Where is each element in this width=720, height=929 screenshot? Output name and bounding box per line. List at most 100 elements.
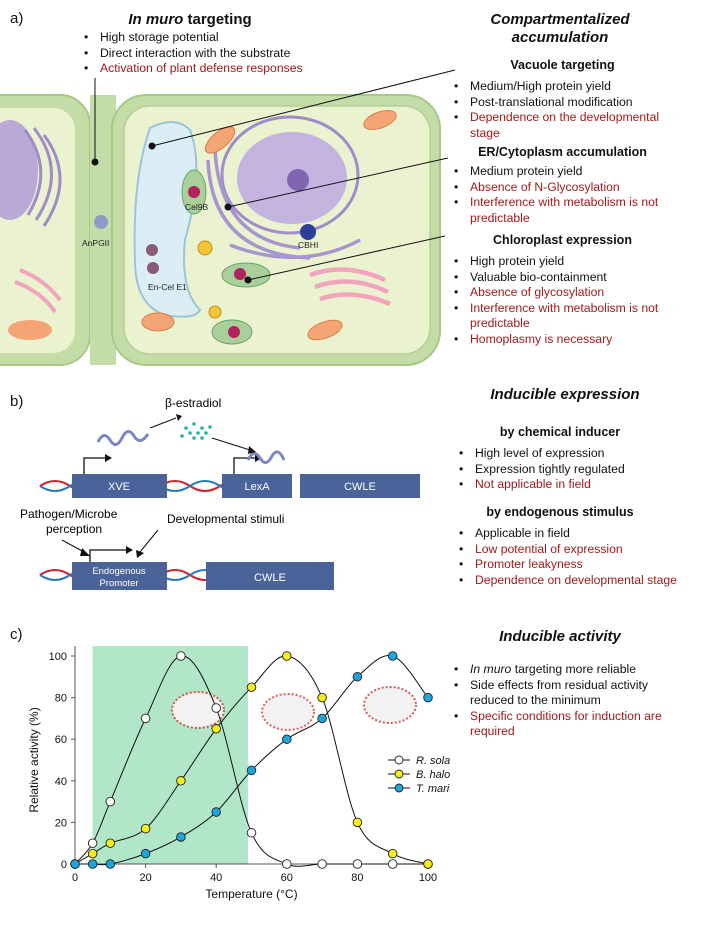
in-muro-title-rest: targeting: [183, 11, 252, 28]
activity-bullet: Specific conditions for induction are re…: [452, 709, 687, 740]
chemical-bullet: High level of expression: [457, 446, 687, 462]
comp-title: Compartmentalized accumulation: [460, 11, 660, 47]
y-tick-label: 0: [61, 859, 67, 871]
optimal-range-shading: [92, 646, 248, 864]
chemical-bullet: Not applicable in field: [457, 477, 687, 493]
vesicle: [197, 240, 213, 256]
pointer-dot: [224, 203, 232, 211]
data-point: [317, 859, 327, 869]
vacuole-bullet: Post-translational modification: [452, 95, 687, 111]
data-point: [140, 713, 151, 724]
data-point: [246, 682, 257, 692]
data-point: [317, 692, 327, 703]
arrow-head: [176, 414, 182, 421]
promoter-label-1: Endogenous: [92, 566, 146, 577]
y-tick-label: 80: [55, 693, 67, 705]
inducible-activity-title: Inducible activity: [499, 628, 621, 645]
chemical-bullet: Expression tightly regulated: [457, 462, 687, 478]
activity-bullet: Side effects from residual activity redu…: [452, 678, 687, 709]
data-point: [211, 724, 221, 734]
main-cell-interior: [123, 105, 431, 355]
pathogen-label-2: perception: [46, 522, 102, 536]
arrow-line: [149, 417, 177, 429]
protein-chloro: [234, 268, 246, 280]
data-point: [352, 672, 363, 682]
legend-entry: B. halodurans: [416, 769, 450, 781]
pointer-chloroplast: [247, 235, 446, 281]
protein-anpgii: [94, 215, 108, 229]
endogenous-bullet: Applicable in field: [457, 526, 687, 542]
y-axis-label: Relative activity (%): [27, 707, 41, 812]
x-tick-label: 80: [351, 872, 363, 884]
transcription-arrow: [89, 549, 126, 562]
data-point: [211, 703, 221, 713]
pathogen-label-1: Pathogen/Microbe: [20, 507, 118, 521]
left-cell-golgi: [14, 268, 62, 314]
vacuole-list: Medium/High protein yield Post-translati…: [452, 79, 687, 141]
y-tick-label: 40: [55, 776, 67, 788]
data-point: [423, 692, 433, 703]
endogenous-bullet: Low potential of expression: [457, 542, 687, 558]
pointer-vacuole: [151, 69, 456, 147]
chloroplast-bullet: Homoplasmy is necessary: [452, 332, 687, 348]
lexa-box: [222, 474, 292, 498]
pointer-dot: [244, 276, 252, 284]
legend-marker: [394, 783, 404, 793]
data-point: [211, 807, 221, 817]
arrow-head: [248, 446, 256, 454]
data-point: [105, 796, 116, 807]
mitochondrion: [204, 126, 236, 154]
in-muro-title: In muro targeting: [95, 11, 285, 28]
protein-cbhi: [300, 224, 316, 240]
data-point: [246, 765, 257, 776]
pointer-er: [227, 157, 449, 208]
panel-c-label: c): [10, 626, 23, 643]
data-point: [87, 859, 98, 869]
data-point: [387, 848, 398, 859]
activity-bullet-rest: targeting more reliable: [511, 662, 636, 676]
left-cell-nucleus: [0, 120, 38, 220]
er-bullet: Absence of N-Glycosylation: [452, 180, 687, 196]
x-tick-label: 60: [281, 872, 293, 884]
data-point: [387, 859, 398, 869]
endogenous-bullet: Dependence on developmental stage: [457, 573, 687, 589]
label-anpgii: AnPGII: [82, 238, 109, 248]
estradiol-label: β-estradiol: [165, 396, 221, 410]
in-muro-bullet: Direct interaction with the substrate: [82, 46, 362, 62]
protein-structure-icon: [171, 691, 225, 729]
in-muro-bullet: High storage potential: [82, 30, 362, 46]
data-point: [70, 859, 80, 869]
cwle-label-1: CWLE: [344, 481, 376, 493]
label-cbhi: CBHI: [298, 240, 318, 250]
cwle-box-1: [300, 474, 420, 498]
endoplasmic-reticulum: [206, 149, 361, 260]
pointer-dot: [148, 142, 156, 150]
promoter-box: [72, 562, 167, 590]
y-tick-label: 20: [55, 817, 67, 829]
cwle-box-2: [206, 562, 334, 590]
mrna-squiggle: [96, 430, 150, 446]
activity-bullet: In muro targeting more reliable: [452, 662, 687, 678]
data-point: [282, 734, 292, 744]
mrna-squiggle: [246, 450, 286, 464]
legend-marker: [394, 769, 404, 779]
x-tick-label: 100: [419, 872, 437, 884]
vacuole-title: Vacuole targeting: [510, 58, 615, 72]
data-point: [105, 838, 116, 848]
x-tick-label: 20: [139, 872, 151, 884]
mitochondrion: [141, 312, 175, 332]
data-point: [282, 651, 292, 661]
data-point: [352, 859, 363, 869]
estradiol-dots: [180, 422, 212, 440]
lexa-label: LexA: [244, 481, 270, 493]
data-point: [387, 651, 398, 661]
gene-construct-diagram: XVE LexA CWLE Endogenous Promoter CWLE β…: [20, 396, 420, 590]
arrow-head: [105, 454, 112, 462]
data-point: [352, 817, 363, 828]
data-point: [176, 832, 186, 842]
data-point: [105, 859, 116, 869]
transcription-arrow: [233, 457, 255, 474]
xve-label: XVE: [108, 481, 130, 493]
er-bullet: Interference with metabolism is not pred…: [452, 195, 687, 226]
